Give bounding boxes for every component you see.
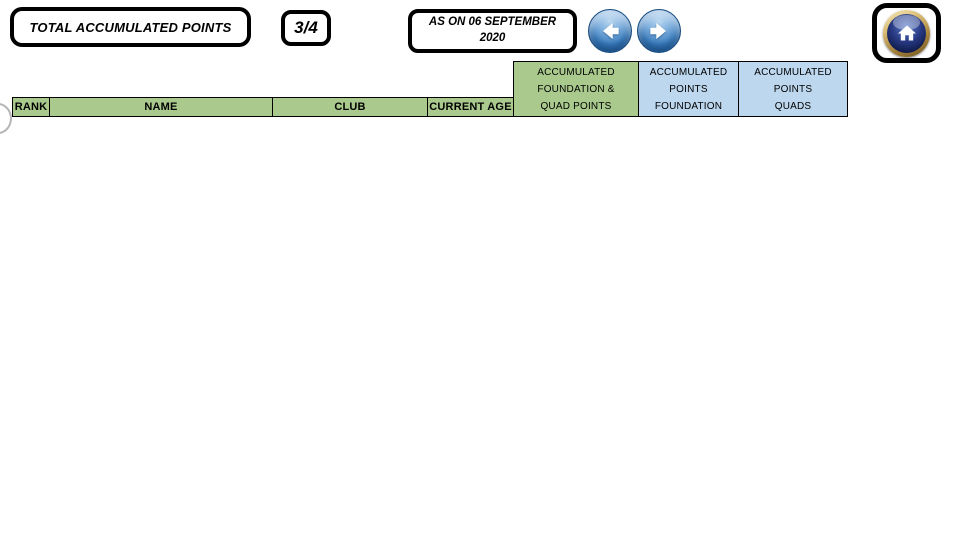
header-line: ACCUMULATED	[537, 66, 615, 78]
header-line: QUAD POINTS	[540, 100, 612, 112]
column-header-points-quads: ACCUMULATED POINTS QUADS	[738, 61, 848, 117]
column-header-points-foundation: ACCUMULATED POINTS FOUNDATION	[638, 61, 739, 117]
arrow-right-icon	[646, 18, 672, 44]
home-button-rim	[883, 9, 930, 57]
date-line2: 2020	[479, 32, 506, 44]
header-line: ACCUMULATED	[649, 66, 728, 78]
column-header-foundation-quad-points: ACCUMULATED FOUNDATION & QUAD POINTS	[513, 61, 639, 117]
header-line: POINTS	[773, 83, 813, 95]
header-line: QUADS	[774, 100, 812, 112]
column-header-rank-label: RANK	[14, 101, 48, 113]
column-header-rank: RANK	[12, 97, 50, 117]
header-line: FOUNDATION &	[537, 83, 615, 95]
header-line: FOUNDATION	[654, 100, 723, 112]
page-indicator-text: 3/4	[294, 18, 318, 37]
header-line: POINTS	[669, 83, 708, 95]
previous-button[interactable]	[588, 9, 632, 53]
cropped-edge-shape	[0, 103, 12, 134]
page-indicator: 3/4	[281, 10, 331, 46]
page-title-text: TOTAL ACCUMULATED POINTS	[29, 19, 232, 35]
next-button[interactable]	[637, 9, 681, 53]
header-line: ACCUMULATED	[754, 66, 832, 78]
column-header-club-label: CLUB	[334, 101, 366, 113]
column-header-name: NAME	[49, 97, 273, 117]
date-label: AS ON 06 SEPTEMBER 2020	[408, 9, 577, 53]
column-header-current-age: CURRENT AGE	[427, 97, 514, 117]
column-header-name-label: NAME	[144, 101, 178, 113]
arrow-left-icon	[597, 18, 623, 44]
column-header-current-age-label: CURRENT AGE	[429, 101, 512, 113]
column-header-club: CLUB	[272, 97, 428, 117]
home-button[interactable]	[872, 3, 941, 63]
date-line1: AS ON 06 SEPTEMBER	[428, 16, 557, 29]
home-icon	[887, 13, 926, 53]
page-title: TOTAL ACCUMULATED POINTS	[10, 7, 251, 47]
